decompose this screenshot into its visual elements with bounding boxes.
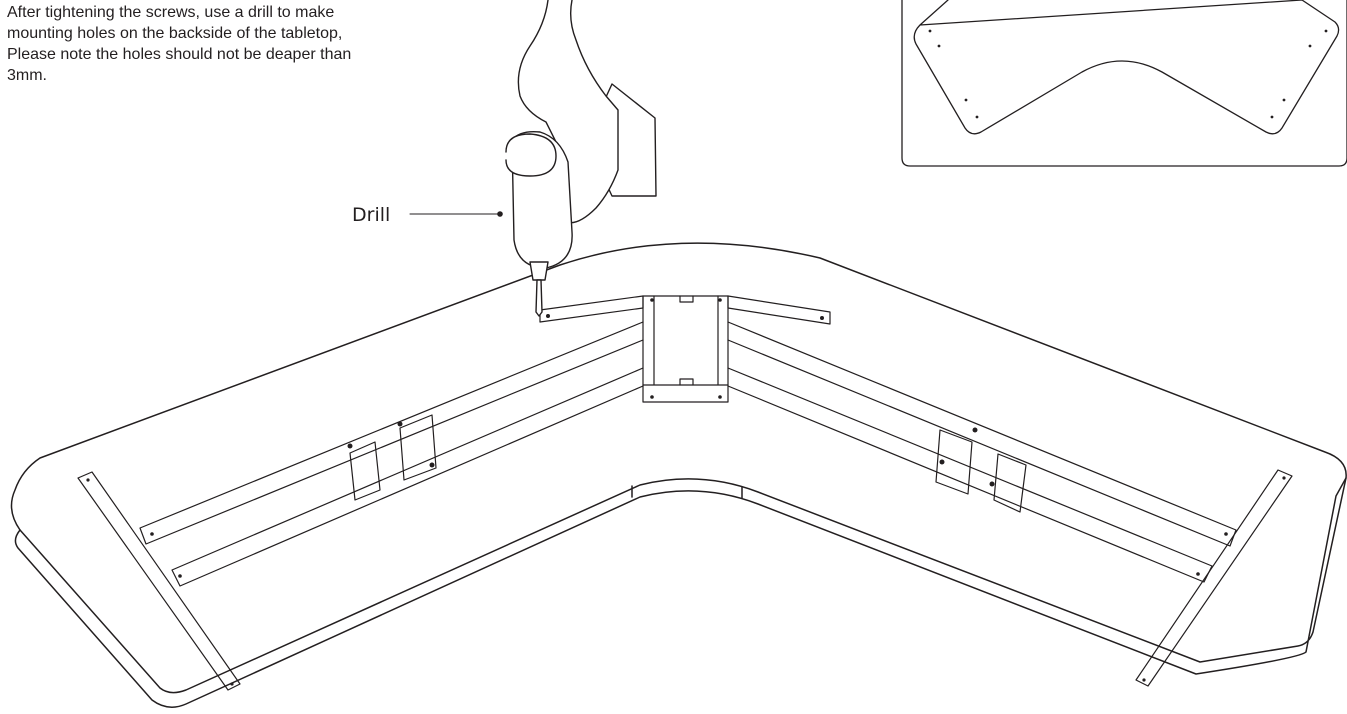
top-crossbar [539, 295, 831, 325]
hand-outline [517, 0, 619, 224]
drill-bit [535, 279, 543, 317]
instruction-line: mounting holes on the backside of the ta… [7, 25, 343, 42]
desk-frame [77, 295, 1293, 691]
left-foot-plate [77, 471, 241, 691]
inset-hole-marks [928, 29, 1328, 119]
left-rail-lower [171, 367, 644, 587]
drill-callout: Drill [352, 204, 503, 226]
instruction-line: After tightening the screws, use a drill… [7, 4, 335, 21]
frame-bolts [86, 298, 1286, 686]
right-rail-upper [727, 321, 1237, 547]
instruction-line: Please note the holes should not be deap… [7, 46, 352, 63]
tabletop-thickness-edge [14, 477, 1347, 708]
left-rail-upper [139, 321, 644, 545]
instruction-line: 3mm. [7, 67, 47, 84]
tabletop [10, 242, 1347, 708]
right-foot-plate [1135, 469, 1293, 687]
hand-with-drill [505, 0, 657, 317]
tabletop-top-edge [10, 242, 1347, 694]
instruction-text: After tightening the screws, use a drill… [7, 2, 477, 86]
inset-tabletop-outline [913, 0, 1340, 135]
inset-detail-panel [901, 0, 1347, 167]
center-hub [642, 295, 729, 403]
drill-label: Drill [352, 204, 390, 226]
